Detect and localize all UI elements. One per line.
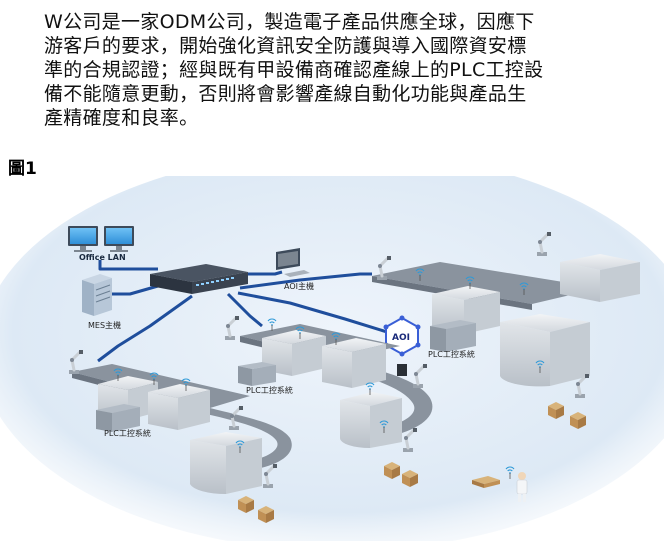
figure-label: 圖1 [8,159,37,179]
machine [500,314,590,387]
aoi-host-label: AOI主機 [284,281,314,291]
link-left-line [97,294,193,363]
link-office-lan [98,260,158,271]
machine [560,254,640,302]
mes-host-label: MES主機 [88,320,121,330]
worker-icon [516,472,528,502]
plc-left-label: PLC工控系統 [104,428,151,438]
machine [148,384,210,430]
monitor-icon [68,226,98,252]
factory-network-diagram: Office LAN MES主機 AOI主機 [0,176,664,541]
paragraph-line: 游客戶的要求，開始強化資訊安全防護與導入國際資安標 [44,35,527,57]
office-lan-group: Office LAN [68,226,134,262]
paragraph-line: 準的合規認證；經與既有甲設備商確認產線上的PLC工控設 [44,59,544,81]
computer-icon [276,248,310,277]
pallet-icon [472,476,500,484]
plc-middle-label: PLC工控系統 [246,385,293,395]
paragraph-line: W公司是一家ODM公司，製造電子產品供應全球，因應下 [44,11,535,33]
aoi-label: AOI [392,333,410,343]
plc-cabinet [238,362,276,386]
link-mes-host [112,284,159,296]
production-line-right: PLC工控系統 [372,230,640,429]
machine [340,392,402,448]
paragraph-line: 備不能隨意更動，否則將會影響產線自動化功能與產品生 [44,83,527,105]
monitor-icon [104,226,134,252]
production-line-middle: PLC工控系統 [223,314,433,487]
link-right-line [239,272,372,290]
aoi-camera-icon [397,364,407,376]
plc-cabinet [96,404,140,432]
network-switch [150,264,248,294]
plc-cabinet [430,320,476,352]
link-aoi-host [246,270,283,276]
mes-host-group: MES主機 [82,274,121,330]
machine [190,432,262,495]
aoi-host-group: AOI主機 [276,248,314,291]
link-middle-line [226,292,263,328]
intro-paragraph: W公司是一家ODM公司，製造電子產品供應全球，因應下 游客戶的要求，開始強化資訊… [44,10,604,130]
machine [322,338,386,388]
office-lan-label: Office LAN [79,253,126,262]
floor-items [472,466,528,502]
plc-right-label: PLC工控系統 [428,349,475,359]
server-icon [82,274,112,316]
production-line-left: PLC工控系統 [67,348,292,523]
paragraph-line: 產精確度和良率。 [44,107,199,129]
